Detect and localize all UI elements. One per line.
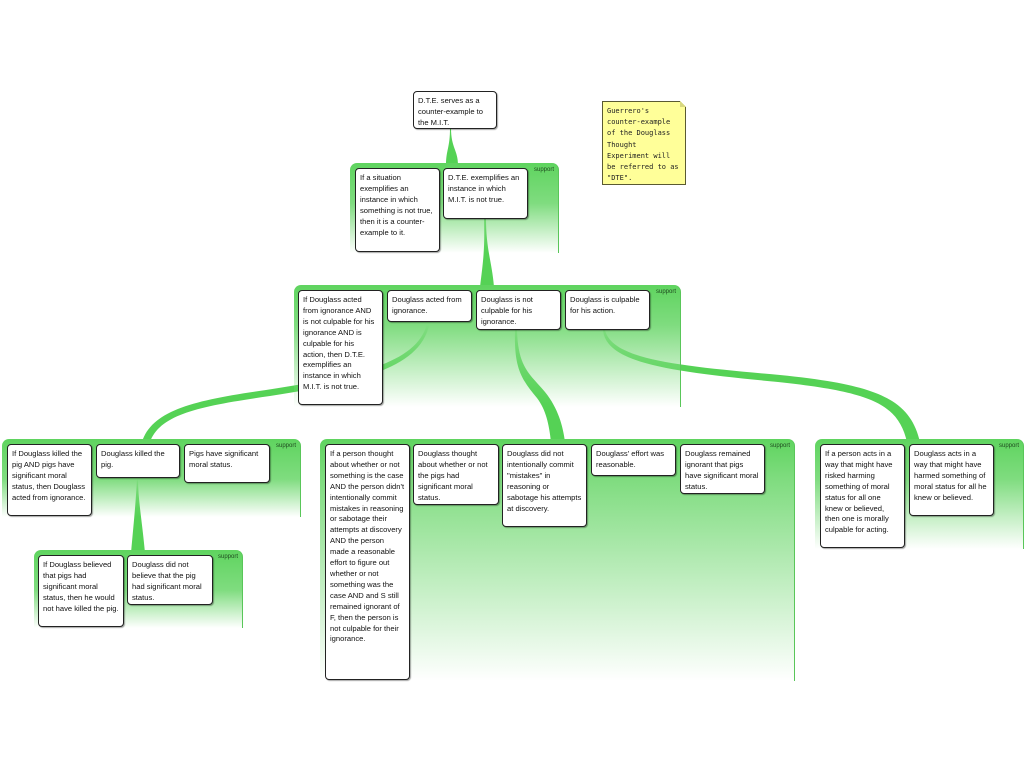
premise-text: If Douglass killed the pig AND pigs have… <box>12 449 86 502</box>
premise-text: Douglass is not culpable for his ignoran… <box>481 295 533 326</box>
premise-node[interactable]: Douglass remained ignorant that pigs hav… <box>680 444 765 494</box>
support-tag: support <box>533 167 554 173</box>
premise-text: Douglass did not intentionally commit "m… <box>507 449 582 513</box>
premise-node[interactable]: If Douglass believed that pigs had signi… <box>38 555 124 627</box>
premise-node[interactable]: Douglass killed the pig. <box>96 444 180 478</box>
premise-node[interactable]: If a situation exemplifies an instance i… <box>355 168 440 252</box>
support-tag: support <box>655 289 676 295</box>
sticky-note-text: Guerrero's counter-example of the Dougla… <box>607 107 679 183</box>
premise-node[interactable]: If Douglass acted from ignorance AND is … <box>298 290 383 405</box>
premise-text: Pigs have significant moral status. <box>189 449 259 469</box>
premise-node[interactable]: Douglass acts in a way that might have h… <box>909 444 994 516</box>
premise-text: If Douglass believed that pigs had signi… <box>43 560 119 613</box>
premise-text: Douglass acted from ignorance. <box>392 295 462 315</box>
premise-node[interactable]: Douglass thought about whether or not th… <box>413 444 499 505</box>
support-tag: support <box>998 443 1019 449</box>
support-tag: support <box>275 443 296 449</box>
premise-text: D.T.E. exemplifies an instance in which … <box>448 173 520 204</box>
premise-text: Douglass acts in a way that might have h… <box>914 449 987 502</box>
premise-text: Douglass killed the pig. <box>101 449 165 469</box>
premise-text: Douglass' effort was reasonable. <box>596 449 664 469</box>
premise-text: Douglass thought about whether or not th… <box>418 449 488 502</box>
support-tag: support <box>217 554 238 560</box>
root-claim-text: D.T.E. serves as a counter-example to th… <box>418 96 484 127</box>
premise-node[interactable]: Douglass is culpable for his action. <box>565 290 650 330</box>
premise-text: If a person acts in a way that might hav… <box>825 449 893 535</box>
premise-node[interactable]: Douglass is not culpable for his ignoran… <box>476 290 561 330</box>
premise-text: If Douglass acted from ignorance AND is … <box>303 295 375 392</box>
premise-node[interactable]: Douglass' effort was reasonable. <box>591 444 676 476</box>
connector-root-g1 <box>446 128 458 165</box>
premise-text: If a situation exemplifies an instance i… <box>360 173 433 237</box>
premise-node[interactable]: Douglass did not believe that the pig ha… <box>127 555 213 605</box>
premise-node[interactable]: If Douglass killed the pig AND pigs have… <box>7 444 92 516</box>
premise-text: Douglass remained ignorant that pigs hav… <box>685 449 759 491</box>
premise-node[interactable]: If a person thought about whether or not… <box>325 444 410 680</box>
root-claim-node[interactable]: D.T.E. serves as a counter-example to th… <box>413 91 497 129</box>
premise-text: If a person thought about whether or not… <box>330 449 405 644</box>
premise-node[interactable]: Pigs have significant moral status. <box>184 444 270 483</box>
premise-text: Douglass is culpable for his action. <box>570 295 640 315</box>
premise-node[interactable]: D.T.E. exemplifies an instance in which … <box>443 168 528 219</box>
sticky-note[interactable]: Guerrero's counter-example of the Dougla… <box>602 101 686 185</box>
premise-node[interactable]: Douglass did not intentionally commit "m… <box>502 444 587 527</box>
note-fold-corner <box>680 101 686 107</box>
support-tag: support <box>769 443 790 449</box>
premise-node[interactable]: If a person acts in a way that might hav… <box>820 444 905 548</box>
premise-node[interactable]: Douglass acted from ignorance. <box>387 290 472 322</box>
premise-text: Douglass did not believe that the pig ha… <box>132 560 202 602</box>
